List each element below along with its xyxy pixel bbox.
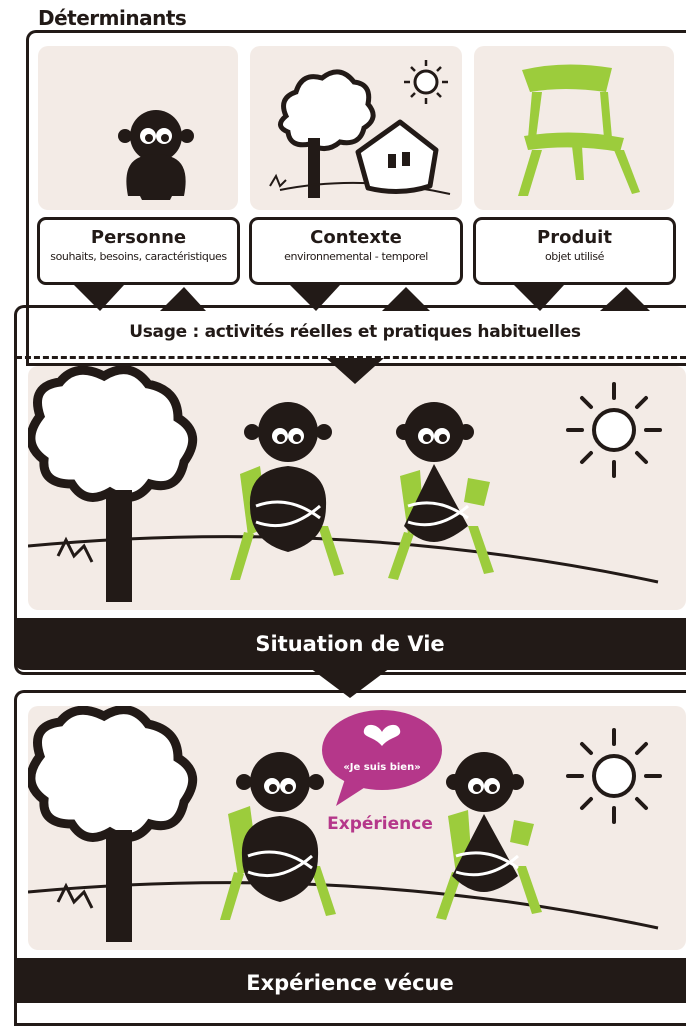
arrow-down-product: [514, 285, 564, 311]
arrow-to-situation: [326, 358, 384, 384]
context-panel: [250, 46, 462, 210]
experience-band: Expérience vécue: [14, 958, 686, 1003]
experience-illustration: [26, 705, 662, 942]
situation-band: Situation de Vie: [14, 618, 686, 670]
person-label-box: Personne souhaits, besoins, caractéristi…: [37, 217, 240, 285]
usage-label: Usage : activités réelles et pratiques h…: [129, 322, 581, 342]
chair-icon: [518, 64, 640, 196]
context-label: Contexte: [310, 227, 402, 248]
heart-icon: [363, 724, 401, 746]
diagram-title: Déterminants: [38, 6, 187, 30]
usage-divider: [16, 356, 686, 359]
situation-scene: [26, 365, 686, 610]
product-panel: [474, 46, 674, 210]
context-sublabel: environnemental - temporel: [284, 250, 428, 263]
speech-bubble: [322, 710, 442, 806]
arrow-down-context: [290, 285, 340, 311]
bubble-text: «Je suis bien»: [343, 762, 421, 773]
arrow-to-experience: [310, 668, 390, 698]
experience-label: Expérience: [327, 814, 433, 834]
arrow-down-person: [74, 285, 124, 311]
person-panel: [38, 46, 238, 210]
person-icon: [118, 110, 194, 200]
person-sublabel: souhaits, besoins, caractéristiques: [50, 250, 227, 263]
product-sublabel: objet utilisé: [544, 250, 605, 263]
product-label: Produit: [537, 227, 612, 248]
context-icon: [269, 60, 451, 198]
context-label-box: Contexte environnemental - temporel: [249, 217, 463, 285]
person-label: Personne: [90, 227, 187, 248]
product-label-box: Produit objet utilisé: [473, 217, 676, 285]
situation-illustration: [26, 365, 662, 602]
